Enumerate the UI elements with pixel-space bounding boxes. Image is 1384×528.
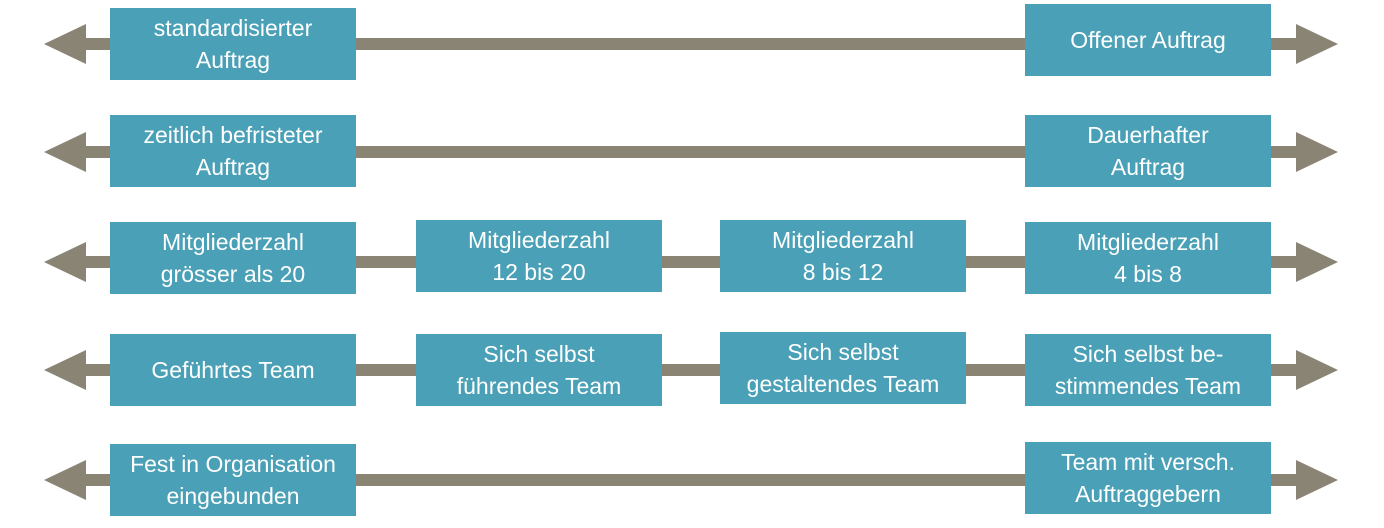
scale-row-5: Fest in Organisation eingebunden Team mi… bbox=[0, 442, 1384, 518]
scale-box-left: Fest in Organisation eingebunden bbox=[110, 444, 356, 516]
scale-box-right: Team mit versch. Auftraggebern bbox=[1025, 442, 1271, 514]
double-arrow-icon bbox=[44, 242, 1338, 282]
double-arrow-icon bbox=[44, 24, 1338, 64]
scale-box-3: Mitgliederzahl 8 bis 12 bbox=[720, 220, 966, 292]
scale-box-2: Mitgliederzahl 12 bis 20 bbox=[416, 220, 662, 292]
scale-row-4: Geführtes Team Sich selbst führendes Tea… bbox=[0, 332, 1384, 408]
scale-box-2: Sich selbst führendes Team bbox=[416, 334, 662, 406]
scale-box-1: Geführtes Team bbox=[110, 334, 356, 406]
scale-box-4: Sich selbst be- stimmendes Team bbox=[1025, 334, 1271, 406]
double-arrow-icon bbox=[44, 350, 1338, 390]
double-arrow-icon bbox=[44, 132, 1338, 172]
scale-row-1: standardisierter Auftrag Offener Auftrag bbox=[0, 4, 1384, 80]
scale-row-2: zeitlich befristeter Auftrag Dauerhafter… bbox=[0, 112, 1384, 188]
scale-box-1: Mitgliederzahl grösser als 20 bbox=[110, 222, 356, 294]
scale-row-3: Mitgliederzahl grösser als 20 Mitglieder… bbox=[0, 220, 1384, 298]
scale-box-3: Sich selbst gestaltendes Team bbox=[720, 332, 966, 404]
scale-box-4: Mitgliederzahl 4 bis 8 bbox=[1025, 222, 1271, 294]
scale-box-right: Offener Auftrag bbox=[1025, 4, 1271, 76]
scale-box-left: zeitlich befristeter Auftrag bbox=[110, 115, 356, 187]
double-arrow-icon bbox=[44, 460, 1338, 500]
scale-box-left: standardisierter Auftrag bbox=[110, 8, 356, 80]
scale-box-right: Dauerhafter Auftrag bbox=[1025, 115, 1271, 187]
